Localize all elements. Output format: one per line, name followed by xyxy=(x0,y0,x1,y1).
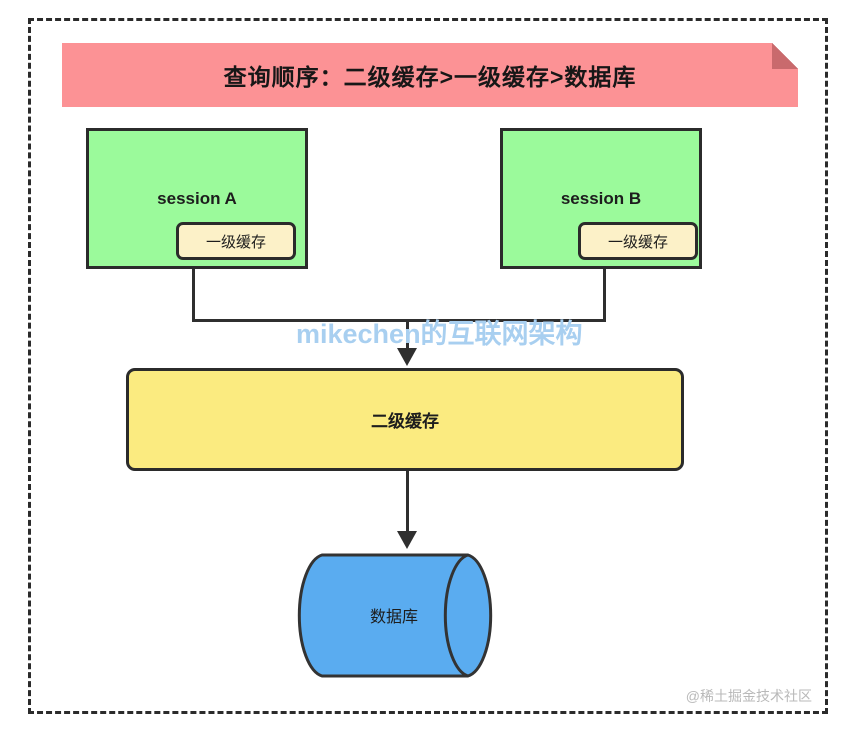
session-b-level1-cache-label: 一级缓存 xyxy=(607,233,668,251)
session-a-level1-cache-box[interactable]: 一级缓存 xyxy=(176,222,296,260)
arrow-head-to-level2-cache-icon xyxy=(397,348,417,366)
connector-session-b-vertical xyxy=(603,269,606,322)
database-cylinder[interactable]: 数据库 xyxy=(296,551,516,680)
banner-fold-corner-icon xyxy=(772,43,798,69)
database-label: 数据库 xyxy=(369,609,418,626)
connector-session-a-vertical xyxy=(192,269,195,322)
watermark-main: mikechen的互联网架构 xyxy=(296,319,583,349)
session-b-level1-cache-box[interactable]: 一级缓存 xyxy=(578,222,698,260)
connector-to-level2-cache xyxy=(406,319,409,350)
level2-cache-label: 二级缓存 xyxy=(371,412,439,431)
banner-query-order: 查询顺序：二级缓存>一级缓存>数据库 xyxy=(62,43,798,107)
watermark-corner: @稀土掘金技术社区 xyxy=(685,688,812,704)
connector-to-database xyxy=(406,471,409,533)
arrow-head-to-database-icon xyxy=(397,531,417,549)
diagram-outer-frame xyxy=(28,18,828,714)
session-a-level1-cache-label: 一级缓存 xyxy=(205,233,266,251)
session-b-label: session B xyxy=(560,189,642,208)
banner-title: 查询顺序：二级缓存>一级缓存>数据库 xyxy=(223,64,637,90)
level2-cache-box[interactable]: 二级缓存 xyxy=(126,368,684,471)
connector-merge-horizontal xyxy=(192,319,606,322)
session-a-label: session A xyxy=(157,189,237,208)
database-cylinder-shape-icon xyxy=(297,553,493,678)
